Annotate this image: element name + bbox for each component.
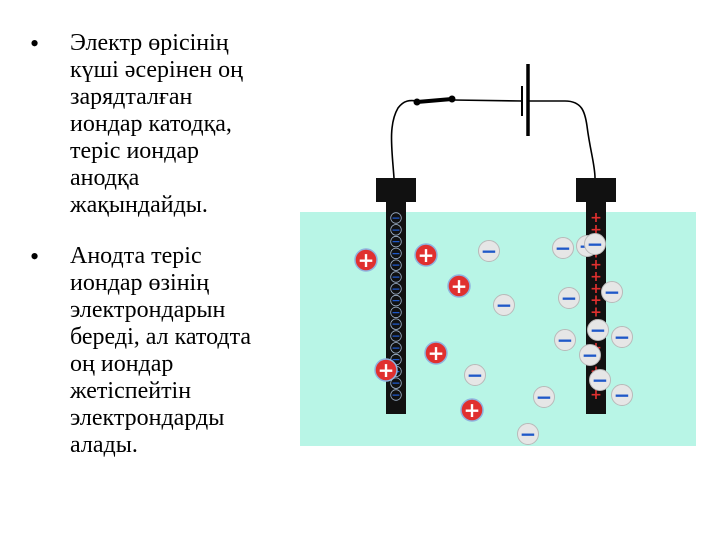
anode-positive-sign: + <box>590 222 602 238</box>
cathode-negative-sign: − <box>391 212 400 225</box>
negative-ion: − <box>589 368 611 392</box>
cathode-negative-sign: − <box>391 341 400 354</box>
anode-positive-sign: + <box>590 257 602 273</box>
cathode-negative-sign: − <box>391 389 400 402</box>
negative-ion-sign: − <box>496 293 513 317</box>
negative-ion-sign: − <box>561 286 578 310</box>
cathode-negative-sign: − <box>391 306 400 319</box>
cathode-charge-ring <box>390 377 402 389</box>
positive-ion-sign: + <box>358 248 375 272</box>
anode-positive-sign: + <box>590 293 602 309</box>
negative-ion-sign: − <box>481 239 498 263</box>
cathode-negative-sign: − <box>391 318 400 331</box>
cathode-negative-sign: − <box>391 271 400 284</box>
cathode-negative-sign: − <box>391 377 400 390</box>
positive-ion-sign: + <box>418 243 435 267</box>
positive-ion-sign: + <box>428 341 445 365</box>
cathode-charge-ring <box>390 306 402 319</box>
negative-ion-sign: − <box>592 368 609 392</box>
negative-ion: − <box>584 232 606 256</box>
positive-ion: + <box>460 398 484 422</box>
cathode-negative-sign: − <box>391 294 400 307</box>
cathode-charge-ring <box>390 235 402 248</box>
cathode-charge-ring <box>390 212 402 224</box>
bullet-item-1: • Электр өрісінің күші әсерінен оң заряд… <box>30 30 300 219</box>
negative-ion-sign: − <box>520 422 537 446</box>
anode-positive-sign: + <box>590 210 602 226</box>
cathode-charge-ring <box>390 294 402 307</box>
cathode-charge-ring <box>390 247 402 260</box>
negative-ion: − <box>611 383 633 407</box>
negative-ion-sign: − <box>587 232 604 256</box>
bullet-text: Электр өрісінің күші әсерінен оң зарядта… <box>70 30 243 218</box>
bullet-text: Анодта теріс иондар өзінің электрондарын… <box>70 243 252 458</box>
anode-positive-sign: + <box>590 269 602 285</box>
negative-ion-sign: − <box>582 343 599 367</box>
anode-positive-sign: + <box>590 304 602 320</box>
negative-ion: − <box>611 325 633 349</box>
negative-ion-sign: − <box>467 363 484 387</box>
ions: ++++++−−−−−−−−−−−−−−−− <box>354 232 633 446</box>
negative-ion: − <box>601 280 623 304</box>
negative-ion: − <box>579 343 601 367</box>
switch-icon <box>413 95 456 106</box>
anode-positive-sign: + <box>590 281 602 297</box>
cathode-charge-ring <box>390 318 402 330</box>
cathode-charge-ring <box>390 259 402 271</box>
bullet-item-2: • Анодта теріс иондар өзінің электрондар… <box>30 243 300 459</box>
anode-positive-sign: + <box>590 387 602 403</box>
negative-ion: − <box>493 293 515 317</box>
positive-ion: + <box>424 341 448 365</box>
bullet-marker: • <box>30 29 40 58</box>
cathode-negative-sign: − <box>391 282 400 295</box>
negative-ion: − <box>517 422 539 446</box>
negative-ion-sign: − <box>614 325 631 349</box>
negative-ion: − <box>587 318 609 342</box>
bullet-list: • Электр өрісінің күші әсерінен оң заряд… <box>30 30 300 459</box>
positive-ion: + <box>374 358 398 382</box>
cathode-negative-sign: − <box>391 330 400 343</box>
negative-ion: − <box>533 385 555 409</box>
battery-icon <box>521 64 530 136</box>
cathode-charge-ring <box>390 224 402 236</box>
negative-ion-sign: − <box>557 328 574 352</box>
cathode-charge-ring <box>390 271 402 283</box>
negative-ion-sign: − <box>604 280 621 304</box>
cathode-negative-sign: − <box>391 223 400 236</box>
positive-ion-sign: + <box>464 398 481 422</box>
positive-ion-sign: + <box>451 274 468 298</box>
negative-ion: − <box>554 328 576 352</box>
negative-ion: − <box>478 239 500 263</box>
circuit-wire <box>390 99 596 179</box>
negative-ion: − <box>464 363 486 387</box>
cathode-charge-ring <box>390 283 402 295</box>
negative-ion-sign: − <box>555 236 572 260</box>
cathode-charge-ring <box>390 389 402 401</box>
negative-ion-sign: − <box>590 318 607 342</box>
negative-ion-sign: − <box>536 385 553 409</box>
negative-ion: − <box>558 286 580 310</box>
bullet-marker: • <box>30 242 40 271</box>
negative-ion-sign: − <box>614 383 631 407</box>
cathode-negative-sign: − <box>391 259 400 272</box>
positive-ion: + <box>414 243 438 267</box>
negative-ion: − <box>552 236 574 260</box>
positive-ion: + <box>354 248 378 272</box>
cathode-negative-sign: − <box>391 235 400 248</box>
cathode-charge-ring <box>390 342 402 354</box>
cathode-negative-sign: − <box>391 247 400 260</box>
positive-ion-sign: + <box>378 358 395 382</box>
cathode-charge-ring <box>390 330 402 342</box>
positive-ion: + <box>447 274 471 298</box>
cathode-negative-sign: − <box>391 353 400 366</box>
